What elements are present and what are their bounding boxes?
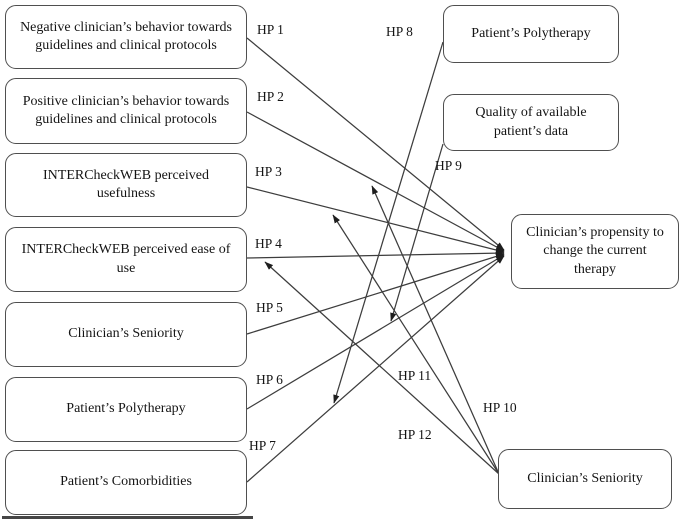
hp-label-hp-12: HP 12 [398, 427, 432, 442]
node-clinician-propensity-change-therapy: Clinician’s propensity to change the cur… [511, 214, 679, 289]
node-label: Clinician’s propensity to change the cur… [526, 224, 664, 277]
node-negative-clinician-behavior: Negative clinician’s behavior towards gu… [5, 5, 247, 69]
hp-label-hp-10: HP 10 [483, 400, 517, 415]
hp-label-hp-5: HP 5 [256, 300, 283, 315]
node-label: Clinician’s Seniority [527, 470, 643, 486]
node-label: Patient’s Polytherapy [471, 25, 591, 41]
hp-label-hp-6: HP 6 [256, 372, 283, 387]
node-label: INTERCheckWEB perceived ease of use [21, 242, 231, 276]
node-patient-polytherapy-left: Patient’s Polytherapy [5, 377, 247, 442]
hp-label-hp-7: HP 7 [249, 438, 276, 453]
node-label: Clinician’s Seniority [68, 326, 184, 342]
edge-hp-7 [246, 255, 505, 483]
edge-hp-10 [371, 185, 500, 475]
hp-label-hp-9: HP 9 [435, 158, 462, 173]
node-label: Patient’s Polytherapy [66, 401, 186, 417]
edge-hp-2 [246, 111, 505, 252]
hp-label-hp-11: HP 11 [398, 368, 432, 383]
node-patient-polytherapy-right: Patient’s Polytherapy [443, 5, 619, 63]
node-label: Negative clinician’s behavior towards gu… [20, 19, 232, 53]
edge-hp-9 [390, 143, 444, 322]
node-label: Patient’s Comorbidities [60, 474, 192, 490]
node-label: Positive clinician’s behavior towards gu… [22, 93, 230, 127]
hp-label-hp-8: HP 8 [386, 24, 413, 39]
node-positive-clinician-behavior: Positive clinician’s behavior towards gu… [5, 78, 247, 144]
node-intercheckweb-perceived-usefulness: INTERCheckWEB perceived usefulness [5, 153, 247, 217]
edge-hp-11 [332, 214, 500, 475]
bottom-edge-bar [2, 516, 253, 519]
node-patient-comorbidities: Patient’s Comorbidities [5, 450, 247, 515]
edge-hp-4 [246, 250, 505, 259]
node-clinician-seniority-left: Clinician’s Seniority [5, 302, 247, 367]
hp-label-hp-4: HP 4 [255, 236, 282, 251]
edge-hp-3 [246, 186, 505, 254]
hp-label-hp-1: HP 1 [257, 22, 284, 37]
edge-hp-6 [246, 254, 505, 410]
node-label: Quality of available patient’s data [475, 105, 587, 139]
edge-hp-1 [246, 37, 505, 251]
node-clinician-seniority-right: Clinician’s Seniority [498, 449, 672, 509]
edge-hp-12 [264, 261, 500, 475]
node-label: INTERCheckWEB perceived usefulness [43, 167, 209, 201]
edge-hp-5 [246, 253, 505, 335]
node-quality-of-available-patient-data: Quality of available patient’s data [443, 94, 619, 151]
node-intercheckweb-perceived-ease-of-use: INTERCheckWEB perceived ease of use [5, 227, 247, 292]
hp-label-hp-2: HP 2 [257, 89, 284, 104]
hp-label-hp-3: HP 3 [255, 164, 282, 179]
